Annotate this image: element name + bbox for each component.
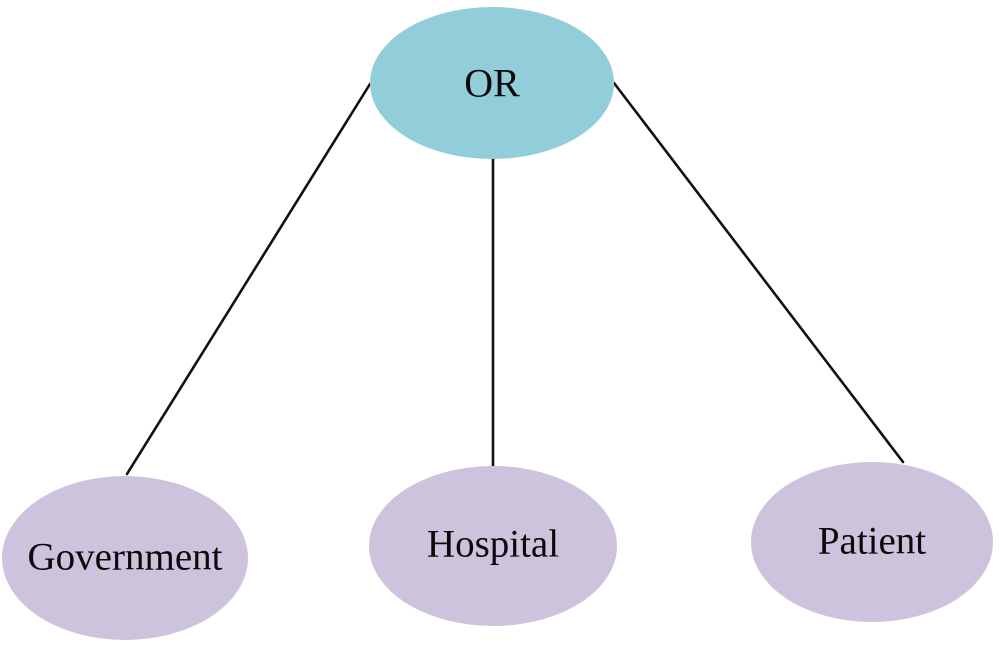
edge-or-government	[125, 82, 372, 476]
node-hospital-label: Hospital	[427, 523, 559, 566]
edge-or-patient	[612, 81, 905, 464]
node-hospital-ellipse	[369, 466, 617, 626]
node-patient-label: Patient	[818, 520, 926, 563]
node-government-label: Government	[28, 536, 223, 579]
node-or-label: OR	[464, 61, 520, 106]
node-government-ellipse	[2, 476, 248, 640]
node-patient-ellipse	[751, 462, 993, 622]
node-or-ellipse	[370, 7, 614, 159]
